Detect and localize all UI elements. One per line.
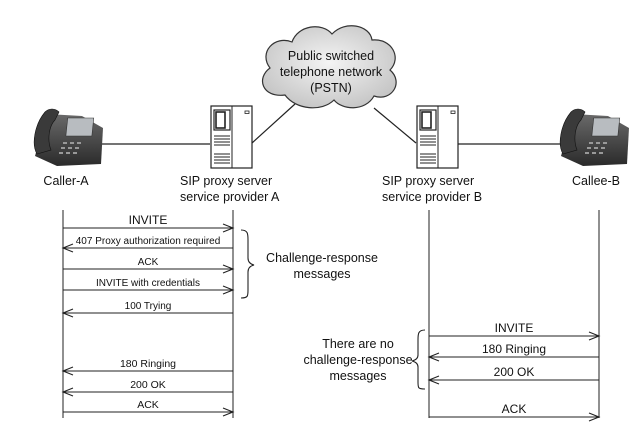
arrow-left-icon (61, 366, 74, 376)
challenge-brace (240, 229, 255, 299)
arrow-right-icon (222, 223, 235, 233)
pstn-label-line2: telephone network (280, 65, 383, 79)
arrow-right-icon (222, 264, 235, 274)
message-label: ACK (137, 399, 159, 411)
pstn-label-line1: Public switched (288, 49, 374, 63)
right-message-2: 180 Ringing (427, 342, 599, 362)
proxy-b-label-line2: service provider B (382, 190, 482, 204)
message-label: 407 Proxy authorization required (76, 236, 221, 247)
arrow-left-icon (61, 243, 74, 253)
no-challenge-brace (411, 329, 426, 390)
caller-phone-icon (33, 108, 103, 166)
right-message-4: ACK (429, 402, 601, 422)
left-message-2: 407 Proxy authorization required (61, 236, 233, 253)
proxy-b-label-line1: SIP proxy server (382, 174, 474, 188)
link-pstn-proxy-b (373, 107, 417, 144)
message-label: ACK (502, 402, 527, 416)
arrow-right-icon (588, 331, 601, 341)
left-message-3: ACK (63, 257, 235, 274)
arrow-right-icon (222, 285, 235, 295)
arrow-right-icon (222, 407, 235, 417)
left-message-7: 200 OK (61, 379, 233, 397)
pstn-cloud-icon (261, 25, 397, 109)
left-message-8: ACK (63, 399, 235, 417)
arrow-left-icon (61, 308, 74, 318)
left-message-6: 180 Ringing (61, 358, 233, 376)
message-label: 180 Ringing (120, 358, 176, 370)
right-message-3: 200 OK (427, 365, 599, 385)
left-message-1: INVITE (63, 213, 235, 233)
left-message-4: INVITE with credentials (63, 278, 235, 295)
right-message-flow: INVITE 180 Ringing 200 OK ACK (427, 321, 601, 422)
challenge-label-line2: messages (294, 267, 351, 281)
message-label: ACK (138, 257, 159, 268)
message-label: INVITE with credentials (96, 278, 200, 289)
message-label: 180 Ringing (482, 342, 546, 356)
message-label: INVITE (495, 321, 534, 335)
arrow-left-icon (61, 387, 74, 397)
message-label: 200 OK (130, 379, 166, 391)
pstn-label-line3: (PSTN) (310, 81, 352, 95)
arrow-left-icon (427, 352, 440, 362)
no-challenge-label-line1: There are no (322, 337, 394, 351)
callee-phone-icon (559, 108, 629, 166)
no-challenge-label-line3: messages (330, 369, 387, 383)
left-message-flow: INVITE 407 Proxy authorization requiredAC… (61, 213, 235, 417)
proxy-a-label-line2: service provider A (180, 190, 280, 204)
message-label: INVITE (129, 213, 168, 227)
callee-label: Callee-B (572, 174, 620, 188)
left-message-5: 100 Trying (61, 301, 233, 318)
right-message-1: INVITE (429, 321, 601, 341)
challenge-label-line1: Challenge-response (266, 251, 378, 265)
proxy-a-label-line1: SIP proxy server (180, 174, 272, 188)
message-label: 100 Trying (125, 301, 172, 312)
caller-label: Caller-A (43, 174, 89, 188)
link-proxy-a-pstn (251, 103, 296, 144)
message-label: 200 OK (494, 365, 535, 379)
no-challenge-label-line2: challenge-response (303, 353, 412, 367)
proxy-server-a-icon (210, 105, 253, 169)
proxy-server-b-icon (416, 105, 459, 169)
arrow-right-icon (588, 412, 601, 422)
arrow-left-icon (427, 375, 440, 385)
